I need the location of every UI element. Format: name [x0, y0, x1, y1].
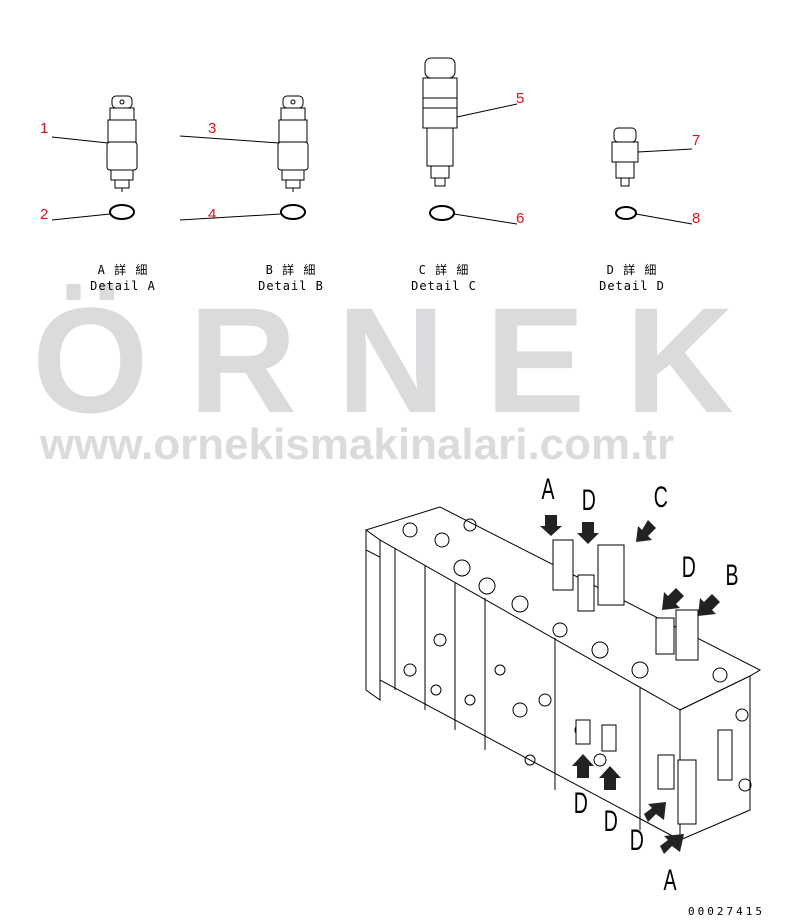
valve-part-1	[106, 95, 138, 192]
caption-en: Detail A	[90, 279, 156, 293]
leader-3	[179, 135, 280, 144]
callout-1: 1	[40, 120, 49, 137]
view-label-d: D	[573, 787, 588, 820]
watermark-logo: ÖRNEK	[32, 276, 774, 444]
caption-en: Detail D	[599, 279, 665, 293]
view-label-d: D	[681, 551, 696, 584]
view-label-a: A	[541, 473, 555, 506]
leader-8	[635, 213, 693, 225]
callout-5: 5	[516, 90, 525, 107]
leader-7	[637, 148, 693, 153]
caption-jp: A 詳 細	[97, 263, 149, 277]
detail-d-caption: D 詳 細 Detail D	[577, 262, 687, 294]
detail-a-caption: A 詳 細 Detail A	[68, 262, 178, 294]
callout-6: 6	[516, 210, 525, 227]
callout-3: 3	[208, 120, 217, 137]
o-ring-4	[280, 204, 306, 220]
valve-part-3	[277, 95, 309, 192]
control-valve-assembly	[365, 506, 762, 854]
view-label-b: B	[725, 559, 739, 592]
leader-1	[51, 136, 109, 144]
view-label-d: D	[629, 824, 644, 857]
callout-2: 2	[40, 206, 49, 223]
o-ring-6	[429, 205, 455, 221]
caption-en: Detail C	[411, 279, 477, 293]
view-label-c: C	[653, 481, 668, 514]
caption-jp: C 詳 細	[418, 263, 470, 277]
callout-8: 8	[692, 210, 701, 227]
caption-jp: B 詳 細	[265, 263, 317, 277]
leader-5	[456, 103, 518, 118]
callout-7: 7	[692, 132, 701, 149]
valve-part-5	[422, 57, 458, 187]
leader-2	[51, 213, 111, 221]
view-label-d: D	[581, 484, 596, 517]
view-arrows	[540, 515, 720, 854]
view-label-d: D	[603, 805, 618, 838]
o-ring-8	[615, 206, 637, 220]
watermark-url: www.ornekismakinalari.com.tr	[40, 420, 675, 469]
view-label-a: A	[663, 864, 677, 897]
caption-jp: D 詳 細	[606, 263, 658, 277]
o-ring-2	[109, 204, 135, 220]
leader-4	[179, 213, 282, 221]
plug-part-7	[611, 127, 639, 187]
callout-4: 4	[208, 206, 217, 223]
detail-c-caption: C 詳 細 Detail C	[389, 262, 499, 294]
drawing-number: 00027415	[688, 905, 765, 918]
caption-en: Detail B	[258, 279, 324, 293]
leader-6	[453, 213, 518, 225]
detail-b-caption: B 詳 細 Detail B	[236, 262, 346, 294]
